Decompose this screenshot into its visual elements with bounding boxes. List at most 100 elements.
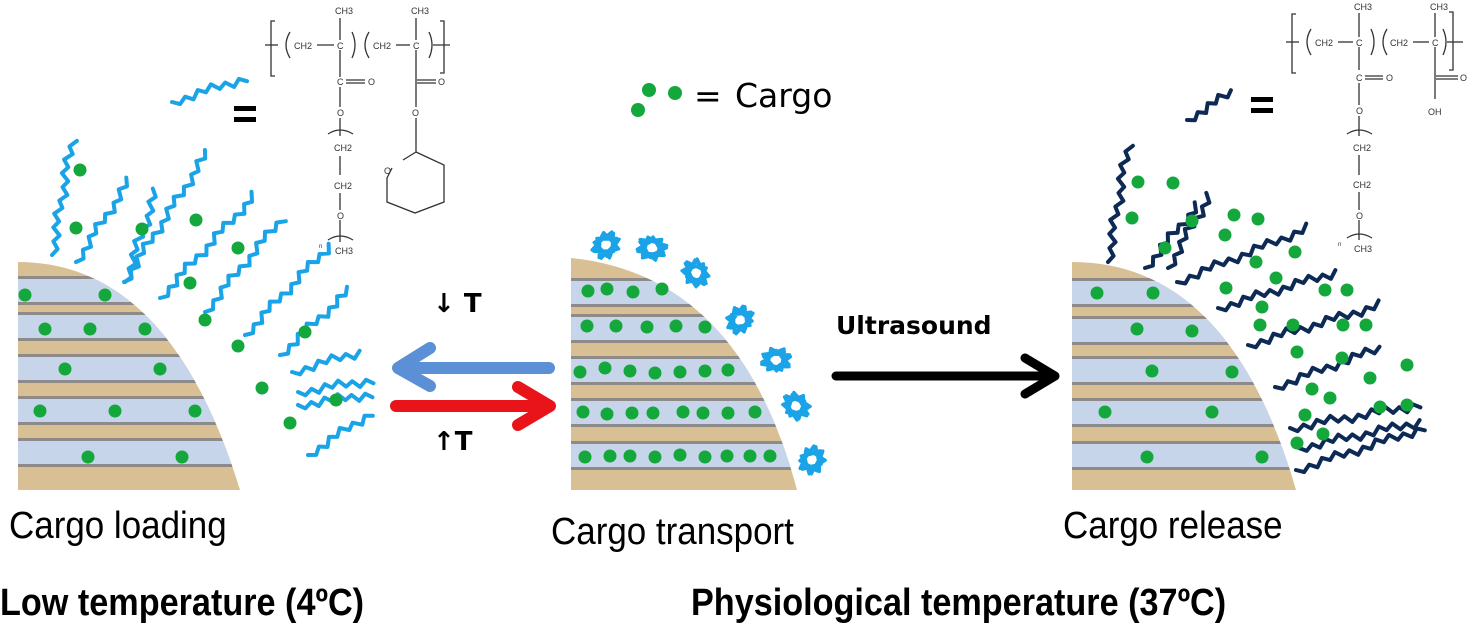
- cargo-dot: [1323, 391, 1337, 405]
- cargo-dot: [646, 406, 660, 420]
- polymer-chain: [1294, 426, 1427, 475]
- cargo-dot: [1227, 208, 1241, 222]
- cargo-dot: [189, 213, 203, 227]
- cargo-dot: [698, 450, 712, 464]
- pore-wall: [1072, 467, 1296, 470]
- polymer-chains-extended: [50, 76, 376, 457]
- chemical-structure-thp-copolymer: CH3 CH3 CH2 C CH2 C C O O O O CH2 CH2 O …: [265, 6, 450, 256]
- cargo-dot-legend: [642, 83, 656, 97]
- polymer-chain: [278, 284, 349, 357]
- polymer-chain: [1185, 88, 1233, 123]
- cargo-dot: [655, 282, 669, 296]
- cargo-dot: [580, 319, 594, 333]
- cargo-dots: [18, 163, 343, 464]
- pore-wall: [18, 302, 240, 305]
- cargo-dot: [1288, 245, 1302, 259]
- chem-label: C: [1356, 73, 1363, 83]
- cargo-dot: [573, 365, 587, 379]
- chem-label: O: [384, 166, 391, 176]
- polymer-chain: [1297, 418, 1422, 453]
- collapsed-coil: [798, 444, 827, 476]
- polymer-chain: [1216, 268, 1338, 313]
- pore-wall: [18, 338, 240, 341]
- polymer-chain: [1246, 298, 1381, 350]
- cargo-dot: [231, 241, 245, 255]
- chem-label: C: [337, 41, 344, 51]
- cargo-dot: [1146, 286, 1160, 300]
- chem-label: CH3: [1430, 2, 1448, 12]
- pore-wall: [571, 467, 797, 470]
- cargo-dot: [108, 404, 122, 418]
- cargo-dot: [81, 450, 95, 464]
- chem-label: CH3: [335, 246, 353, 256]
- polymer-chain: [1143, 200, 1199, 270]
- stage-label-loading: Cargo loading: [9, 505, 227, 547]
- panel-cargo-transport: [571, 230, 827, 490]
- cargo-dot: [648, 450, 662, 464]
- polymer-chain: [74, 175, 129, 264]
- cargo-dot: [1253, 318, 1267, 332]
- cargo-dot: [1286, 318, 1300, 332]
- chem-label: CH3: [411, 6, 429, 16]
- pore-wall: [1072, 424, 1296, 427]
- pore-channel: [18, 277, 240, 303]
- cargo-dot: [1255, 450, 1269, 464]
- cargo-dot: [1225, 365, 1239, 379]
- cargo-dot: [153, 362, 167, 376]
- cargo-dot: [625, 406, 639, 420]
- chem-label: OH: [1428, 107, 1442, 117]
- pore-channel: [18, 313, 240, 339]
- cargo-dot: [1255, 300, 1269, 314]
- cargo-dot: [623, 449, 637, 463]
- cooling-label: ↓ T: [433, 289, 482, 319]
- cargo-dot: [1400, 358, 1414, 372]
- cargo-dot: [175, 450, 189, 464]
- cargo-dot: [1205, 405, 1219, 419]
- cargo-legend-equals: =: [694, 76, 722, 115]
- cargo-dot: [626, 285, 640, 299]
- pore-wall: [18, 276, 240, 279]
- cargo-dot: [1251, 212, 1265, 226]
- pore-wall: [18, 422, 240, 425]
- cargo-dot: [1316, 427, 1330, 441]
- chem-label: O: [337, 108, 344, 118]
- pore-channel: [18, 397, 240, 423]
- cargo-dot: [1130, 322, 1144, 336]
- cargo-dots: [573, 282, 777, 464]
- pore-wall: [571, 356, 797, 359]
- cargo-dot: [576, 405, 590, 419]
- polymer-chain: [170, 76, 249, 107]
- cargo-dot: [18, 288, 32, 302]
- cargo-dot: [58, 362, 72, 376]
- cargo-dot: [298, 325, 312, 339]
- pore-wall: [571, 398, 797, 401]
- cargo-dots: [1090, 175, 1414, 464]
- cargo-dot: [673, 365, 687, 379]
- cargo-dot: [1185, 214, 1199, 228]
- cargo-dot: [698, 320, 712, 334]
- chem-label: CH3: [1354, 244, 1372, 254]
- heating-arrow: [390, 381, 556, 431]
- cargo-dot: [1340, 283, 1354, 297]
- chem-label: O: [412, 108, 419, 118]
- cargo-dot: [198, 313, 212, 327]
- cargo-dot: [1249, 255, 1263, 269]
- cargo-dot: [673, 448, 687, 462]
- cargo-dot: [1305, 382, 1319, 396]
- polymer-chain: [203, 219, 288, 314]
- pore-wall: [1072, 356, 1296, 359]
- cargo-dot: [1098, 405, 1112, 419]
- cargo-dot: [283, 416, 297, 430]
- pore-wall: [1072, 382, 1296, 385]
- chem-label: C: [413, 41, 420, 51]
- pore-wall: [1072, 441, 1296, 444]
- cargo-dot: [696, 406, 710, 420]
- cargo-dot: [1290, 345, 1304, 359]
- pore-wall: [571, 424, 797, 427]
- cargo-dot: [1290, 436, 1304, 450]
- polymer-chain: [243, 241, 331, 337]
- cargo-dot: [1090, 286, 1104, 300]
- chem-label: CH2: [1315, 38, 1333, 48]
- chem-label: CH2: [1353, 180, 1371, 190]
